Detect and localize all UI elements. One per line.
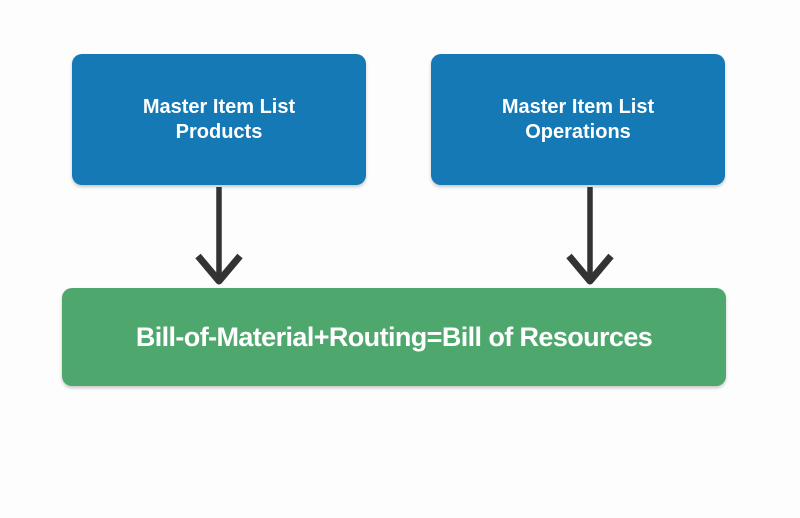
node-operations-label-line1: Master Item List — [501, 96, 655, 119]
node-master-item-list-operations: Master Item List Operations — [431, 54, 725, 185]
node-products-label-line1: Master Item List — [142, 96, 296, 119]
node-operations-label: Master Item List Operations — [502, 95, 654, 144]
node-bill-of-resources: Bill-of-Material+Routing=Bill of Resourc… — [62, 288, 726, 386]
node-products-label-line2: Products — [175, 120, 263, 143]
down-arrow-head — [195, 253, 243, 285]
down-arrow-icon — [566, 187, 614, 285]
node-operations-label-line2: Operations — [525, 120, 631, 143]
node-master-item-list-products: Master Item List Products — [72, 54, 366, 185]
down-arrow-head — [566, 253, 614, 285]
node-products-label: Master Item List Products — [143, 95, 295, 144]
node-result-label: Bill-of-Material+Routing=Bill of Resourc… — [135, 321, 653, 352]
down-arrow-icon — [195, 187, 243, 285]
